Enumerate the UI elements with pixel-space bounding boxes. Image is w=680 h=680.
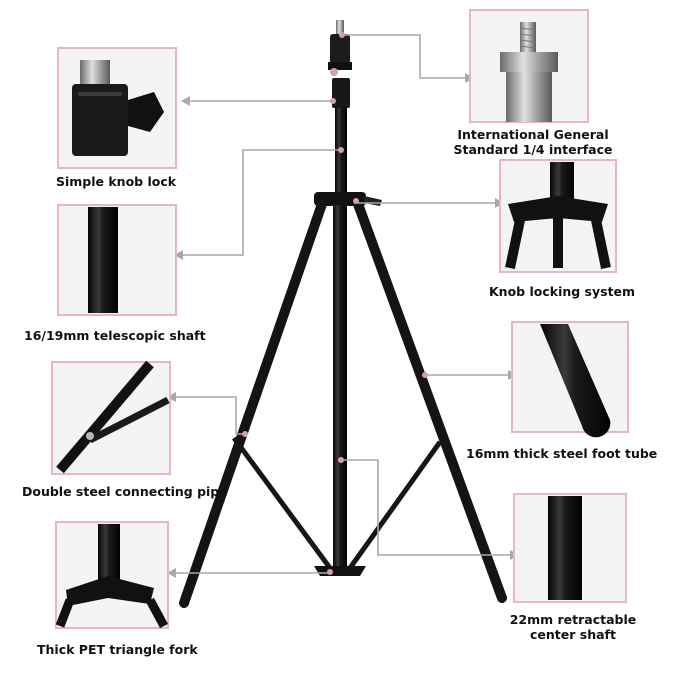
tripod — [179, 20, 507, 608]
label-interface: International General Standard 1/4 inter… — [448, 127, 618, 157]
photo-interface — [469, 9, 589, 123]
label-center-shaft: 22mm retractable center shaft — [498, 612, 648, 642]
label-interface-line1: International General — [457, 127, 609, 142]
dot-knob — [330, 98, 336, 104]
leg-hub — [314, 192, 366, 206]
photo-foot-tube — [511, 321, 629, 438]
top-screw — [336, 20, 344, 34]
label-interface-line2: Standard 1/4 interface — [453, 142, 613, 157]
photo-telescopic-shaft — [57, 204, 177, 316]
bottom-fork — [314, 566, 366, 576]
left-leg — [179, 199, 327, 608]
dot-shaft — [338, 147, 344, 153]
photo-center-shaft — [513, 493, 627, 603]
head-clamp — [330, 34, 350, 64]
label-center-shaft-line1: 22mm retractable — [509, 612, 637, 627]
photo-knob-lock — [57, 47, 177, 169]
right-brace — [347, 440, 443, 570]
photo-knob-system — [499, 159, 617, 273]
photo-triangle-fork — [55, 521, 169, 629]
photo-connecting-pipe — [51, 360, 171, 475]
left-brace — [231, 436, 333, 570]
label-knob-lock: Simple knob lock — [56, 174, 177, 189]
right-leg — [353, 199, 507, 603]
callout-lines — [176, 34, 510, 574]
label-triangle-fork: Thick PET triangle fork — [37, 642, 198, 657]
label-telescopic-shaft: 16/19mm telescopic shaft — [24, 328, 206, 343]
dot-foot — [422, 372, 428, 378]
dot-top — [339, 32, 345, 38]
label-foot-tube: 16mm thick steel foot tube — [466, 446, 658, 461]
dot-center — [338, 457, 344, 463]
label-center-shaft-line2: center shaft — [530, 627, 616, 642]
center-pole — [333, 205, 347, 570]
dot-brace — [242, 431, 248, 437]
dot-hub — [353, 198, 359, 204]
dot-fork — [327, 569, 333, 575]
label-connecting-pipe: Double steel connecting pipe — [22, 484, 228, 499]
label-knob-system: Knob locking system — [489, 284, 636, 299]
